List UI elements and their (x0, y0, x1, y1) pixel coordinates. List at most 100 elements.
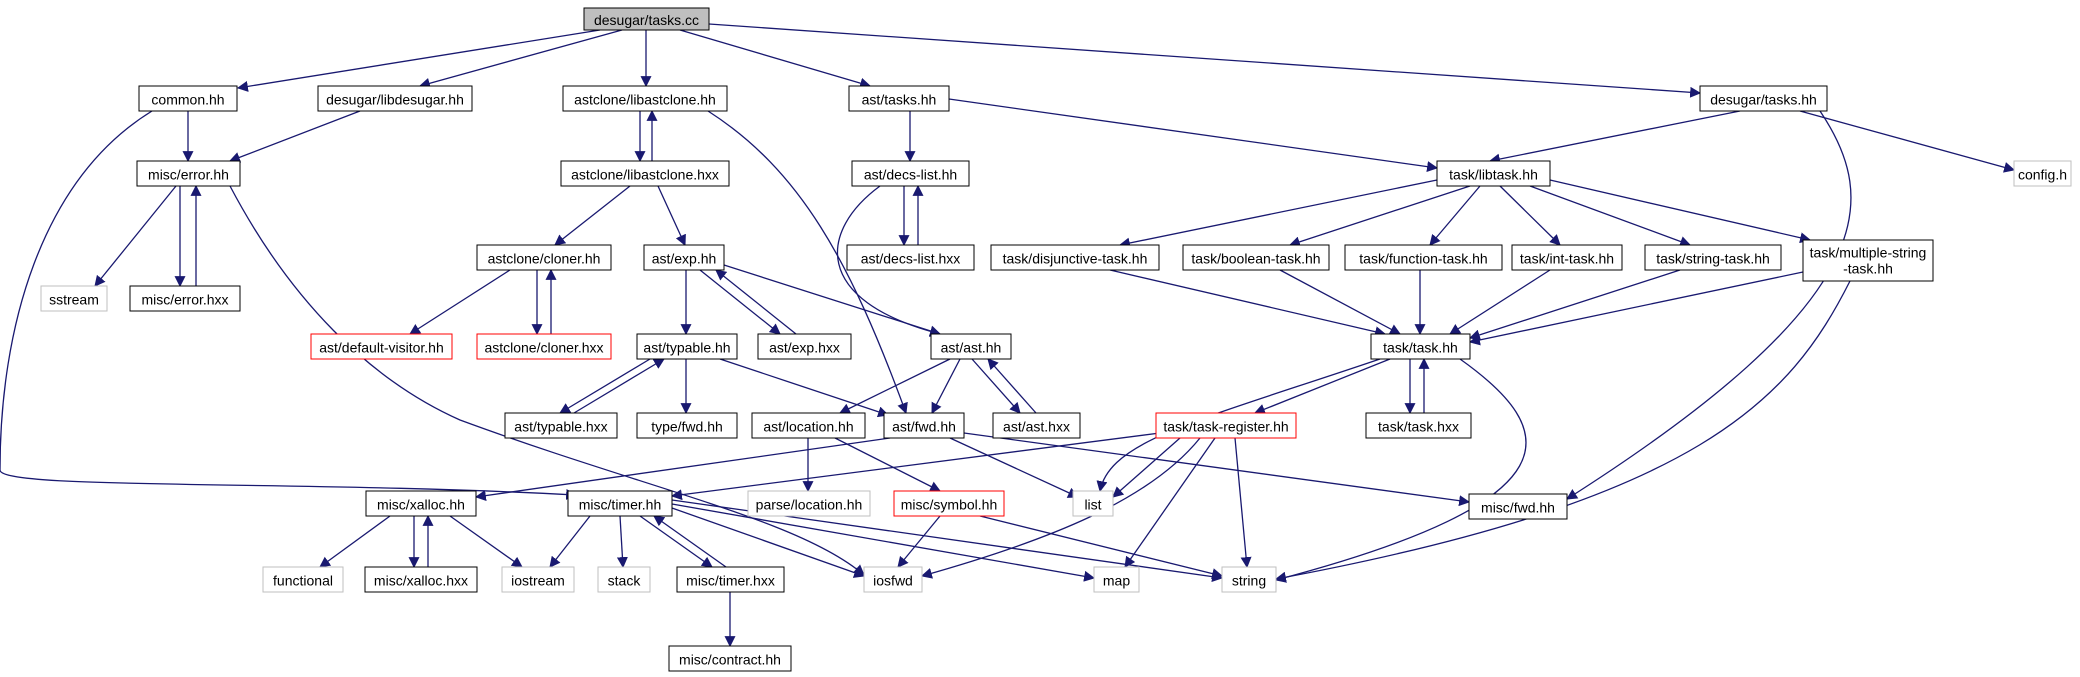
edge-desugar-tasks-cc-to-common-hh (236, 29, 601, 92)
edge-misc-error-hh-to-sstream (94, 185, 177, 287)
node-ast-fwd-hh[interactable]: ast/fwd.hh (883, 412, 965, 439)
node-ast-tasks-hh[interactable]: ast/tasks.hh (848, 85, 950, 112)
edge-string-task-hh-to-task-task-hh (1468, 269, 1681, 341)
edge-disjunctive-task-hh-to-task-task-hh (1109, 269, 1387, 338)
node-misc-symbol-hh[interactable]: misc/symbol.hh (893, 490, 1005, 517)
edge-misc-timer-hh-to-iostream (549, 515, 591, 568)
edge-ast-location-hh-to-misc-symbol-hh (834, 437, 941, 492)
node-box (863, 566, 923, 593)
node-multiple-string-task-hh[interactable]: task/multiple-string-task.hh (1802, 239, 1934, 282)
node-box (1221, 566, 1277, 593)
node-box (1436, 160, 1551, 187)
node-cloner-hxx[interactable]: astclone/cloner.hxx (476, 333, 612, 360)
node-label: misc/timer.hh (579, 497, 661, 513)
node-label: task/libtask.hh (1449, 167, 1538, 183)
node-function-task-hh[interactable]: task/function-task.hh (1344, 244, 1503, 271)
node-ast-typable-hxx[interactable]: ast/typable.hxx (504, 412, 618, 439)
node-misc-xalloc-hxx[interactable]: misc/xalloc.hxx (364, 566, 478, 593)
node-box (1511, 244, 1623, 271)
node-misc-error-hh[interactable]: misc/error.hh (136, 160, 241, 187)
node-box (676, 566, 785, 593)
node-label: task/task-register.hh (1163, 419, 1288, 435)
node-desugar-tasks-cc[interactable]: desugar/tasks.cc (583, 7, 710, 31)
edge-desugar-tasks-hh-to-misc-fwd-hh (1566, 110, 1852, 500)
node-box (476, 333, 612, 360)
edge-libdesugar-hh-to-misc-error-hh (228, 110, 361, 163)
node-ast-typable-hh[interactable]: ast/typable.hh (636, 333, 738, 360)
node-misc-timer-hh[interactable]: misc/timer.hh (567, 490, 673, 517)
node-default-visitor-hh[interactable]: ast/default-visitor.hh (310, 333, 453, 360)
node-box (364, 566, 478, 593)
node-label: ast/exp.hh (652, 251, 717, 267)
node-label: ast/typable.hxx (514, 419, 607, 435)
edge-ast-typable-hh-to-ast-fwd-hh (719, 358, 890, 418)
node-box (883, 412, 965, 439)
node-misc-timer-hxx[interactable]: misc/timer.hxx (676, 566, 785, 593)
node-label: desugar/libdesugar.hh (326, 92, 464, 108)
node-boolean-task-hh[interactable]: task/boolean-task.hh (1182, 244, 1330, 271)
edge-task-task-hh-to-string (1274, 358, 1527, 583)
node-label: misc/fwd.hh (1481, 500, 1555, 516)
edge-ast-ast-hh-to-ast-location-hh (839, 358, 951, 414)
node-box (138, 85, 238, 112)
node-libdesugar-hh[interactable]: desugar/libdesugar.hh (317, 85, 473, 112)
node-ast-ast-hxx[interactable]: ast/ast.hxx (992, 412, 1081, 439)
node-box (747, 490, 871, 517)
node-box (893, 490, 1005, 517)
node-ast-exp-hxx[interactable]: ast/exp.hxx (757, 333, 852, 360)
node-string: string (1221, 566, 1277, 593)
node-common-hh[interactable]: common.hh (138, 85, 238, 112)
node-label: ast/fwd.hh (892, 419, 956, 435)
node-label: misc/contract.hh (679, 652, 781, 668)
edge-multiple-string-task-hh-to-string (1274, 280, 1851, 583)
node-string-task-hh[interactable]: task/string-task.hh (1644, 244, 1782, 271)
node-task-register-hh[interactable]: task/task-register.hh (1155, 412, 1297, 439)
node-disjunctive-task-hh[interactable]: task/disjunctive-task.hh (990, 244, 1160, 271)
node-misc-contract-hh[interactable]: misc/contract.hh (668, 645, 792, 672)
edge-ast-typable-hxx-to-ast-typable-hh (573, 358, 665, 414)
edge-misc-timer-hh-to-misc-timer-hxx (639, 515, 713, 568)
edge-boolean-task-hh-to-task-task-hh (1279, 269, 1401, 335)
edge-misc-timer-hh-to-iosfwd (671, 507, 866, 578)
edge-task-libtask-hh-to-string-task-hh (1529, 185, 1692, 247)
node-cloner-hh[interactable]: astclone/cloner.hh (476, 244, 612, 271)
node-misc-xalloc-hh[interactable]: misc/xalloc.hh (365, 490, 477, 517)
node-label: task/task.hxx (1378, 419, 1459, 435)
node-iostream: iostream (501, 566, 575, 593)
node-libastclone-hxx[interactable]: astclone/libastclone.hxx (560, 160, 730, 187)
node-int-task-hh[interactable]: task/int-task.hh (1511, 244, 1623, 271)
node-ast-decs-list-hxx[interactable]: ast/decs-list.hxx (846, 244, 975, 271)
node-label: task/multiple-string-task.hh (1810, 245, 1927, 277)
node-stack: stack (597, 566, 651, 593)
edge-ast-exp-hxx-to-ast-exp-hh (715, 269, 797, 335)
node-type-fwd-hh[interactable]: type/fwd.hh (636, 412, 738, 439)
node-label: astclone/libastclone.hh (574, 92, 716, 108)
node-libastclone-hh[interactable]: astclone/libastclone.hh (562, 85, 728, 112)
node-box (848, 85, 950, 112)
node-box (1093, 566, 1140, 593)
node-ast-ast-hh[interactable]: ast/ast.hh (930, 333, 1012, 360)
edge-misc-symbol-hh-to-string (979, 515, 1224, 579)
node-misc-error-hxx[interactable]: misc/error.hxx (129, 285, 241, 312)
node-task-task-hh[interactable]: task/task.hh (1370, 333, 1471, 360)
node-desugar-tasks-hh[interactable]: desugar/tasks.hh (1699, 85, 1828, 112)
node-box (1370, 333, 1471, 360)
node-label: config.h (2018, 167, 2067, 183)
edge-libastclone-hxx-to-ast-exp-hh (657, 185, 686, 247)
node-label: ast/decs-list.hxx (861, 251, 961, 267)
node-box (1365, 412, 1472, 439)
edge-misc-xalloc-hh-to-functional (319, 515, 391, 568)
node-ast-decs-list-hh[interactable]: ast/decs-list.hh (851, 160, 970, 187)
edge-task-libtask-hh-to-int-task-hh (1499, 185, 1561, 246)
node-label: string (1232, 573, 1266, 589)
node-misc-fwd-hh[interactable]: misc/fwd.hh (1468, 493, 1568, 520)
file-nodes: desugar/tasks.cc common.hh desugar/libdesu… (40, 7, 2072, 672)
node-box (583, 7, 710, 31)
node-task-task-hxx[interactable]: task/task.hxx (1365, 412, 1472, 439)
node-ast-exp-hh[interactable]: ast/exp.hh (643, 244, 725, 271)
node-task-libtask-hh[interactable]: task/libtask.hh (1436, 160, 1551, 187)
node-ast-location-hh[interactable]: ast/location.hh (751, 412, 866, 439)
node-box (567, 490, 673, 517)
node-label: desugar/tasks.cc (594, 12, 699, 28)
node-config-h: config.h (2013, 160, 2072, 187)
